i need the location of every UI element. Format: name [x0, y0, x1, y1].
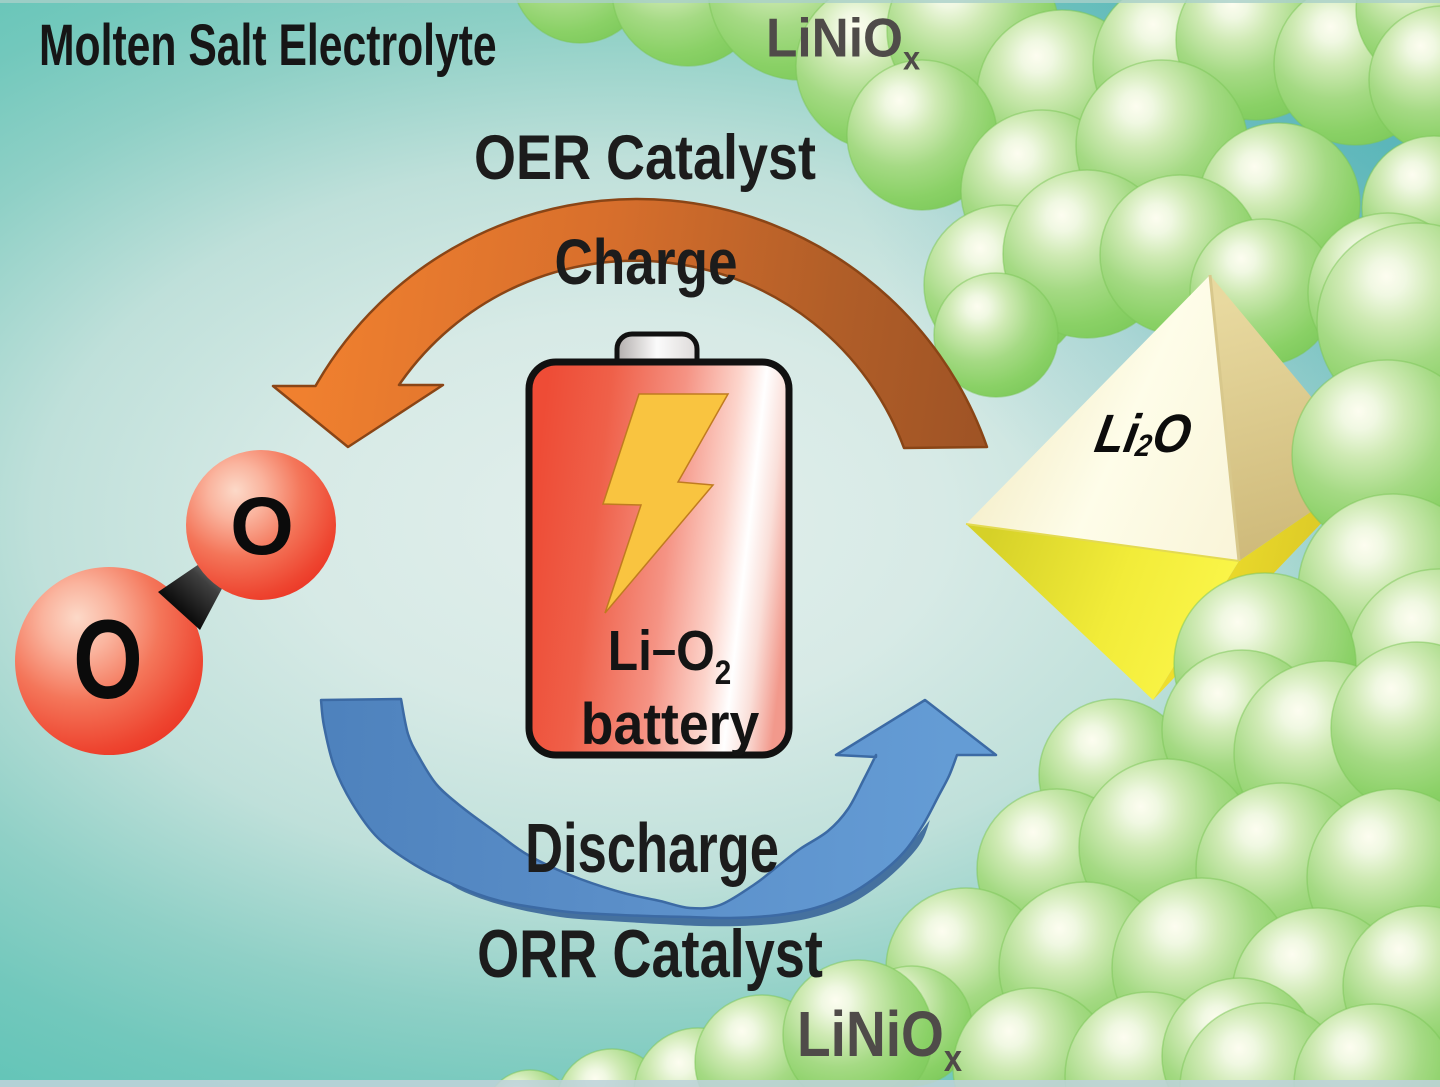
svg-text:LiNiOx: LiNiOx: [766, 8, 920, 77]
svg-text:battery: battery: [581, 691, 759, 756]
svg-text:O: O: [230, 481, 294, 572]
svg-text:LiNiOx: LiNiOx: [797, 998, 962, 1079]
svg-text:Discharge: Discharge: [525, 810, 779, 888]
svg-text:Charge: Charge: [555, 227, 738, 298]
svg-text:Molten Salt Electrolyte: Molten Salt Electrolyte: [39, 13, 497, 78]
svg-text:OER Catalyst: OER Catalyst: [474, 123, 816, 193]
svg-text:O: O: [73, 598, 143, 723]
svg-text:ORR Catalyst: ORR Catalyst: [477, 916, 823, 992]
